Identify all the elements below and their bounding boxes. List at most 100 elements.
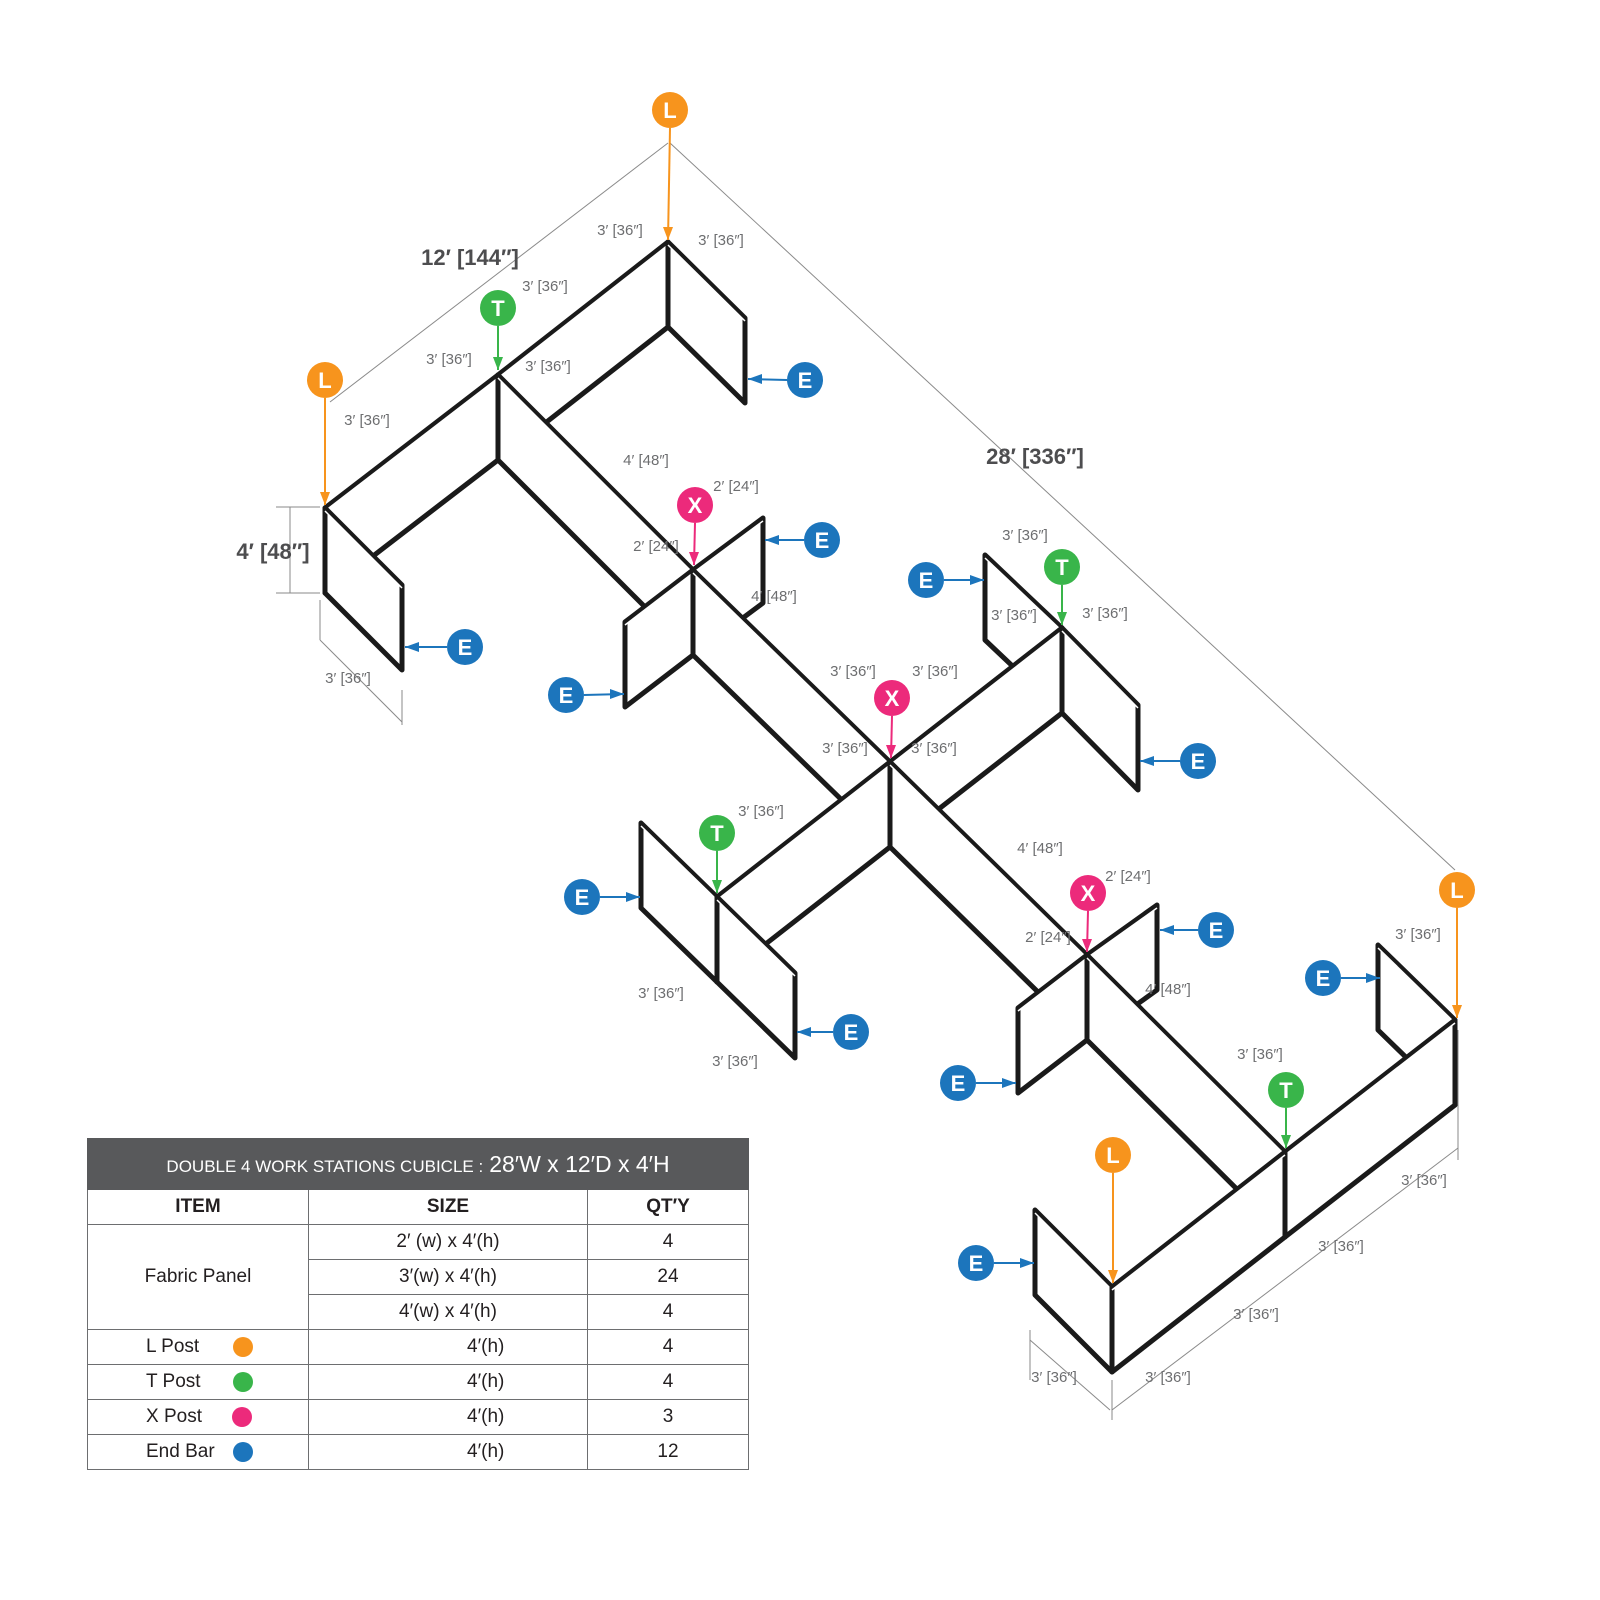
panel-top-highlight	[1017, 957, 1088, 1012]
end-bar-marker: E	[908, 562, 984, 598]
size-cell: 4′(h)	[308, 1399, 588, 1435]
dimension-label: 2′ [24″]	[633, 538, 679, 555]
arrowhead-icon	[1366, 973, 1380, 983]
arrowhead-icon	[610, 689, 624, 699]
arrowhead-icon	[797, 1027, 811, 1037]
x-post-dot-icon	[231, 1406, 252, 1427]
panel-top-highlight	[692, 520, 764, 574]
panel-top-highlight	[1086, 957, 1286, 1156]
dimension-guide-lines	[276, 142, 1459, 1420]
overall-height-label: 4′ [48″]	[236, 539, 309, 564]
dimension-label: 3′ [36″]	[325, 670, 371, 687]
marker-letter: L	[1106, 1143, 1119, 1168]
marker-circle-icon	[699, 815, 735, 851]
marker-circle-icon	[307, 362, 343, 398]
arrowhead-icon	[970, 575, 984, 585]
arrowhead-icon	[1281, 1135, 1291, 1148]
dimension-line	[329, 142, 669, 403]
header-item: ITEM	[87, 1189, 309, 1225]
fabric-panel	[714, 894, 798, 1061]
arrowhead-icon	[1057, 612, 1067, 625]
dimension-label: 2′ [24″]	[713, 478, 759, 495]
dimension-label: 3′ [36″]	[597, 222, 643, 239]
table-title: DOUBLE 4 WORK STATIONS CUBICLE :28′W x 1…	[87, 1138, 749, 1190]
end-bar-marker: E	[548, 677, 625, 713]
dimension-label: 3′ [36″]	[1145, 1369, 1191, 1386]
t-post-marker: T	[1268, 1072, 1304, 1148]
dimension-label: 4′ [48″]	[1145, 981, 1191, 998]
arrowhead-icon	[1108, 1270, 1118, 1283]
dimension-label: 3′ [36″]	[738, 803, 784, 820]
size-cell: 4′(h)	[308, 1364, 588, 1400]
marker-circle-icon	[1044, 549, 1080, 585]
fabric-panel	[1282, 1017, 1458, 1240]
fabric-panel	[1109, 1149, 1288, 1375]
dimension-line	[1029, 1339, 1111, 1411]
end-bar-marker: E	[405, 629, 483, 665]
dimension-label: 3′ [36″]	[1031, 1369, 1077, 1386]
panel-top-highlight	[497, 377, 694, 574]
marker-circle-icon	[908, 562, 944, 598]
item-label: T Post	[146, 1371, 201, 1392]
panel-top-highlight	[1111, 1154, 1286, 1291]
item-fabric-panel: Fabric Panel	[87, 1224, 309, 1330]
dimension-label: 3′ [36″]	[822, 740, 868, 757]
panel-top-highlight	[889, 630, 1063, 766]
end-bar-marker: E	[958, 1245, 1034, 1281]
table-title-text: DOUBLE 4 WORK STATIONS CUBICLE :	[166, 1156, 484, 1176]
marker-circle-icon	[1198, 912, 1234, 948]
panel-top-highlight	[497, 244, 669, 379]
dimension-line	[319, 639, 403, 723]
end-bar-marker: E	[1160, 912, 1234, 948]
table-row: Fabric Panel 2′ (w) x 4′(h) 4	[87, 1224, 749, 1330]
panel-top-highlight	[324, 510, 403, 589]
dimension-label: 2′ [24″]	[1105, 868, 1151, 885]
qty-cell: 24	[587, 1259, 749, 1295]
dimension-label: 3′ [36″]	[1233, 1306, 1279, 1323]
panel-top-highlight	[624, 572, 694, 626]
arrowhead-icon	[405, 642, 419, 652]
marker-circle-icon	[874, 680, 910, 716]
dimension-label: 3′ [36″]	[911, 740, 957, 757]
marker-letter: E	[1191, 749, 1206, 774]
overall-depth-label: 12′ [144″]	[421, 245, 519, 270]
end-bar-dot-icon	[232, 1441, 253, 1462]
dimension-label: 3′ [36″]	[698, 232, 744, 249]
dimension-label: 2′ [24″]	[1025, 929, 1071, 946]
qty-cell: 4	[587, 1224, 749, 1260]
marker-letter: T	[1055, 555, 1069, 580]
marker-circle-icon	[833, 1014, 869, 1050]
panel-top-highlight	[1086, 907, 1158, 959]
qty-cell: 3	[587, 1399, 749, 1435]
dimension-label: 3′ [36″]	[344, 412, 390, 429]
t-post-marker: T	[480, 290, 516, 370]
item-cell: L Post	[87, 1329, 309, 1365]
fabric-panel	[1059, 625, 1141, 793]
marker-circle-icon	[677, 487, 713, 523]
fabric-panel	[1032, 1207, 1115, 1375]
panel-top-highlight	[984, 557, 1063, 632]
table-title-dims: 28′W x 12′D x 4′H	[489, 1150, 670, 1177]
t-post-marker: T	[699, 815, 735, 893]
dimension-label: 3′ [36″]	[1318, 1238, 1364, 1255]
dimension-label: 3′ [36″]	[1002, 527, 1048, 544]
table-row: X Post 4′(h) 3	[87, 1399, 749, 1435]
marker-letter: E	[919, 568, 934, 593]
arrowhead-icon	[1452, 1005, 1462, 1018]
item-cell: End Bar	[87, 1434, 309, 1470]
dimension-label: 3′ [36″]	[522, 278, 568, 295]
marker-circle-icon	[652, 92, 688, 128]
marker-letter: E	[969, 1251, 984, 1276]
end-bar-marker: E	[1305, 960, 1380, 996]
arrowhead-icon	[626, 892, 640, 902]
arrowhead-icon	[886, 745, 896, 758]
panel-top-highlight	[324, 377, 499, 512]
marker-circle-icon	[1439, 872, 1475, 908]
dimension-label: 3′ [36″]	[638, 985, 684, 1002]
dimension-labels: 3′ [36″] 3′ [36″] 3′ [36″] 3′ [36″] 3′ [36″]…	[325, 222, 1447, 1386]
table-row: End Bar 4′(h) 12	[87, 1434, 749, 1470]
dimension-label: 3′ [36″]	[1395, 926, 1441, 943]
marker-circle-icon	[548, 677, 584, 713]
x-post-marker: X	[874, 680, 910, 759]
